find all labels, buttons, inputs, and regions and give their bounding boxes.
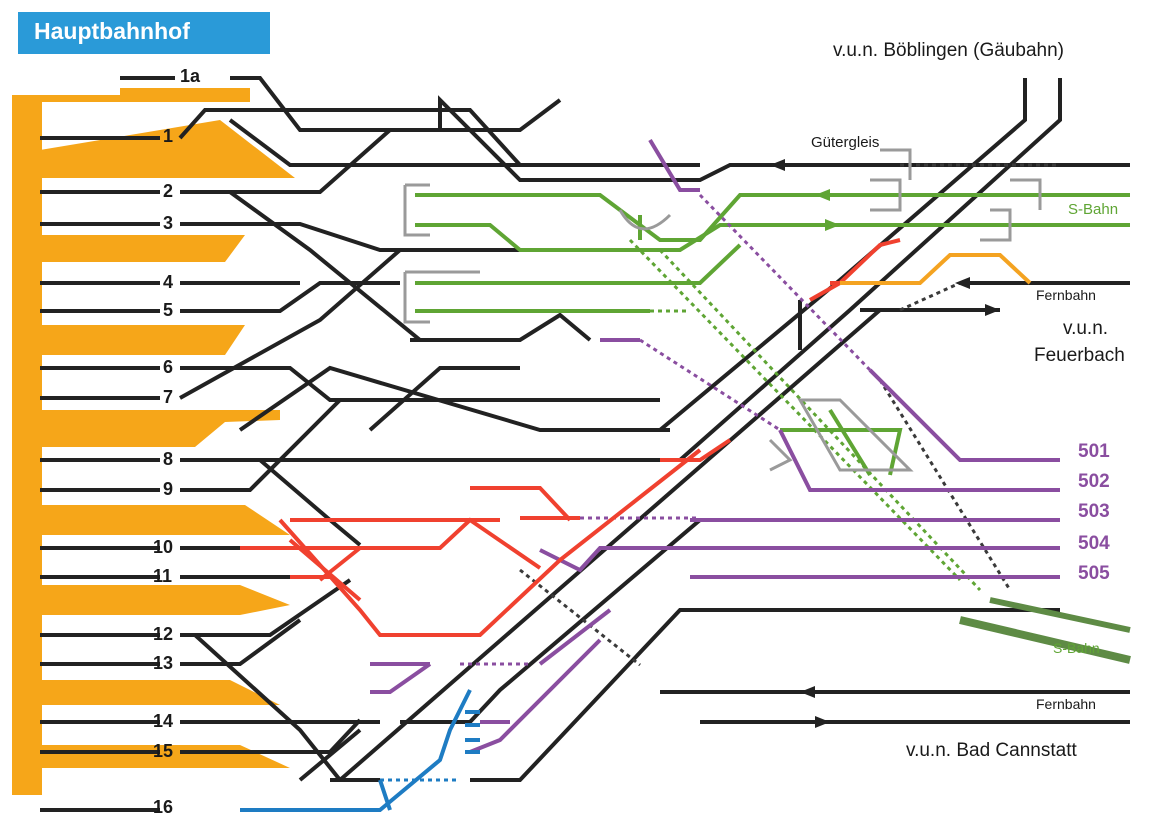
destination-feuerbach-line2: Feuerbach [1034,345,1125,366]
label-guetergleis: Gütergleis [811,134,880,151]
track-label-502: 502 [1078,471,1110,492]
destination-bad-cannstatt: v.u.n. Bad Cannstatt [906,740,1077,761]
label-fernbahn-bottom: Fernbahn [1036,696,1096,712]
main-tracks [40,76,1130,812]
track-label-504: 504 [1078,533,1110,554]
platform-label-9: 9 [163,479,174,499]
red-tracks [240,238,901,637]
platform-label-6: 6 [163,357,174,377]
platform-label-13: 13 [153,653,174,673]
platform-label-12: 12 [153,624,174,644]
gray-frames [403,148,1042,472]
title-banner [18,12,270,54]
destination-feuerbach-line1: v.u.n. [1063,318,1109,339]
platform-label-5: 5 [163,300,174,320]
label-sbahn-top: S-Bahn [1068,201,1119,218]
label-fernbahn-top: Fernbahn [1036,287,1096,303]
destination-boeblingen: v.u.n. Böblingen (Gäubahn) [833,40,1064,61]
platform-label-4: 4 [163,272,174,292]
platform-label-15: 15 [153,741,174,761]
guetergleis-dotted [519,163,1060,667]
platform-label-8: 8 [163,449,174,469]
page-title: Hauptbahnhof [34,18,190,44]
platform-label-3: 3 [163,213,174,233]
platform-label-11: 11 [153,566,173,586]
orange-track [840,253,1032,285]
track-label-505: 505 [1078,563,1110,584]
sbahn-dotted [628,193,1000,592]
platform-label-1: 1 [163,126,174,146]
sbahn-arrows [815,189,840,231]
platform-label-2: 2 [163,181,174,201]
direction-arrows [770,159,1000,728]
blue-tracks [240,689,480,812]
platform-label-14: 14 [153,711,174,731]
track-label-501: 501 [1078,441,1110,462]
purple-dotted [460,193,872,666]
platform-label-1a: 1a [180,66,201,86]
track-label-503: 503 [1078,501,1110,522]
platform-label-16: 16 [153,797,174,817]
label-sbahn-bottom: S-Bahn [1053,640,1100,656]
platform-label-7: 7 [163,387,174,407]
platform-label-10: 10 [153,537,174,557]
purple-tracks [370,138,1060,754]
platform-shapes [12,88,295,795]
sbahn-tracks [415,193,1131,664]
